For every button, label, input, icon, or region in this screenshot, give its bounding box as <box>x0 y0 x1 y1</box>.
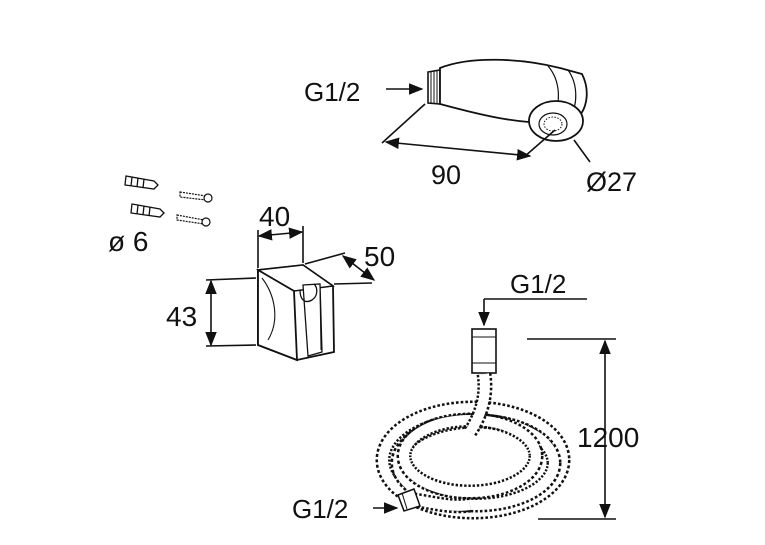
wall-holder-dimensions <box>205 226 376 347</box>
anchor-diameter-label: ø 6 <box>108 226 148 257</box>
wall-plugs <box>124 175 165 218</box>
holder-width-label: 40 <box>259 201 290 232</box>
hose-length-label: 1200 <box>577 422 639 453</box>
hose-top-thread-label: G1/2 <box>510 269 566 299</box>
shower-head-dimensions <box>381 83 591 163</box>
hose-dimensions <box>373 298 616 520</box>
hose <box>375 328 571 520</box>
screws <box>176 191 213 227</box>
shower-head-diameter-label: Ø27 <box>586 167 637 197</box>
holder-height-label: 43 <box>166 301 197 332</box>
shower-head-thread-label: G1/2 <box>304 77 360 107</box>
shower-head-length-label: 90 <box>431 160 461 190</box>
holder-depth-label: 50 <box>364 241 395 272</box>
wall-holder <box>255 264 335 362</box>
shower-head <box>427 58 588 142</box>
hose-bottom-thread-label: G1/2 <box>292 494 348 524</box>
